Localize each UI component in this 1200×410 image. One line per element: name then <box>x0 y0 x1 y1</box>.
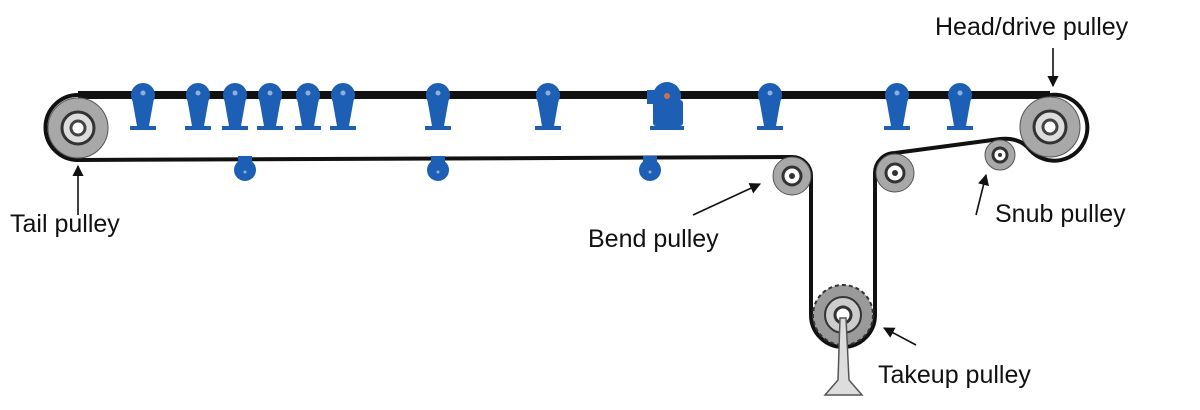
carrying-idler <box>757 83 783 130</box>
bend-arrow <box>692 183 762 216</box>
head-drive-pulley <box>1019 96 1081 158</box>
carrying-idler <box>295 83 321 130</box>
return-idler <box>427 156 449 181</box>
snub-pulley-label: Snub pulley <box>995 200 1126 228</box>
belt <box>43 91 1090 349</box>
return-idlers <box>234 156 661 181</box>
bend-pulley <box>772 156 812 196</box>
label-arrows <box>72 48 1059 346</box>
tail-pulley-label: Tail pulley <box>10 210 120 238</box>
return-idler <box>234 156 256 181</box>
carrying-idler <box>535 83 561 130</box>
takeup-arrow <box>883 327 917 346</box>
tail-pulley <box>47 97 109 159</box>
carrying-idler <box>222 83 248 130</box>
carrying-idlers <box>130 83 973 130</box>
carrying-idler <box>330 83 356 130</box>
carrying-idler <box>884 83 910 130</box>
takeup-stand <box>823 317 864 396</box>
return-idler <box>639 156 661 181</box>
bend-pulley-right <box>875 153 915 193</box>
drive-motor <box>647 82 684 130</box>
carrying-idler <box>257 83 283 130</box>
head-pulley-label: Head/drive pulley <box>935 13 1129 41</box>
carrying-idler <box>425 83 451 130</box>
snub-arrow <box>975 173 989 216</box>
snub-pulley <box>984 139 1016 171</box>
bend-pulley-label: Bend pulley <box>588 225 719 253</box>
carrying-idler <box>947 83 973 130</box>
carrying-idler <box>185 83 211 130</box>
takeup-pulley <box>812 284 874 396</box>
takeup-pulley-label: Takeup pulley <box>878 361 1031 389</box>
carrying-idler <box>130 83 156 130</box>
